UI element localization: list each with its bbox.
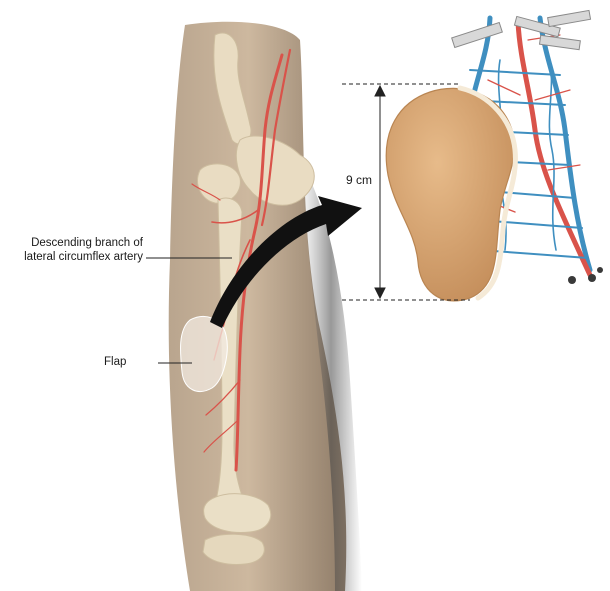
flap-label: Flap bbox=[104, 356, 127, 368]
harvested-flap bbox=[385, 85, 518, 302]
vessel-ends bbox=[568, 267, 603, 284]
transfer-arrow bbox=[210, 196, 362, 328]
descending-branch-label-line1: Descending branch of bbox=[31, 237, 143, 249]
descending-branch-label-line2: lateral circumflex artery bbox=[24, 251, 143, 263]
descending-branch-label: Descending branch of lateral circumflex … bbox=[24, 236, 143, 264]
leader-lines bbox=[146, 257, 232, 364]
vessel-clamps bbox=[451, 9, 592, 51]
dimension-indicator bbox=[342, 83, 470, 301]
dimension-label: 9 cm bbox=[346, 173, 373, 187]
